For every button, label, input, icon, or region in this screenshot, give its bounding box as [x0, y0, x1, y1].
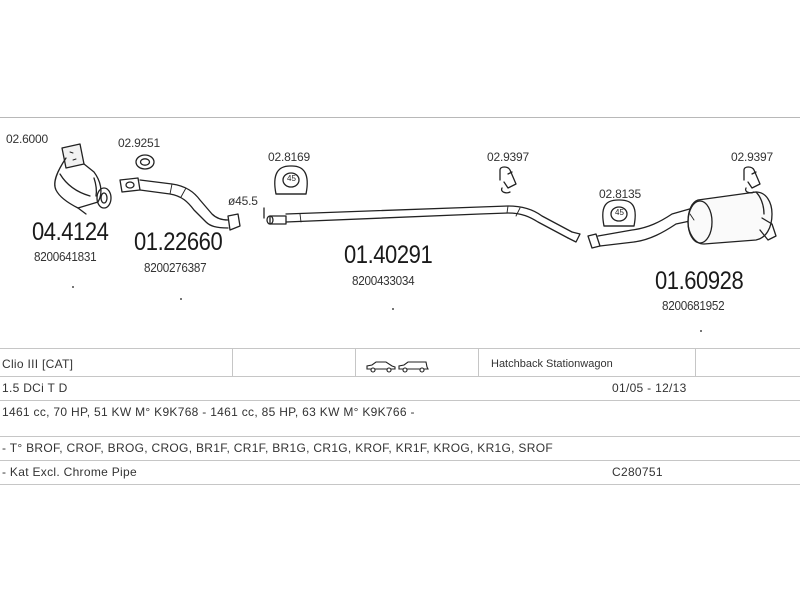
catalytic-converter-icon	[54, 143, 112, 215]
years-cell: 01/05 - 12/13	[612, 381, 687, 395]
part-number-02-9397: 02.9397	[487, 150, 529, 164]
mounting-clip-icon-2	[743, 166, 761, 194]
marker-dot	[180, 298, 182, 300]
hanger-ring-label-2: 45	[615, 208, 624, 217]
oem-number-front-pipe: 8200276387	[144, 260, 207, 275]
oem-number-rear-silencer: 8200681952	[662, 298, 725, 313]
types-cell: - T° BROF, CROF, BROG, CROG, BR1F, CR1F,…	[2, 441, 553, 455]
table-row-engine: 1.5 DCi T D 01/05 - 12/13	[0, 376, 800, 401]
code-cell: C280751	[612, 465, 663, 479]
table-row-model: Clio III [CAT] Hatchback Stationwagon	[0, 348, 800, 377]
middle-pipe-icon	[263, 205, 581, 243]
front-pipe-icon	[119, 177, 241, 231]
hanger-ring-label: 45	[287, 174, 296, 183]
mounting-clip-icon	[499, 166, 517, 194]
marker-dot	[72, 286, 74, 288]
body-types-cell: Hatchback Stationwagon	[491, 358, 613, 370]
oem-number-middle-pipe: 8200433034	[352, 273, 415, 288]
marker-dot	[392, 308, 394, 310]
engine-cell: 1.5 DCi T D	[2, 381, 68, 395]
hanger-rubber-icon	[274, 165, 308, 195]
table-row-types: - T° BROF, CROF, BROG, CROG, BR1F, CR1F,…	[0, 436, 800, 461]
hanger-rubber-icon-2	[602, 199, 636, 227]
part-number-02-8135: 02.8135	[599, 187, 641, 201]
body-type-icons	[366, 361, 429, 373]
stationwagon-car-icon	[398, 361, 429, 370]
section-number-middle-pipe: 01.40291	[344, 241, 433, 269]
exhaust-drawing	[54, 143, 777, 249]
pipe-diameter-label: ø45.5	[228, 194, 258, 208]
model-cell: Clio III [CAT]	[2, 357, 74, 371]
table-row-specs: 1461 cc, 70 HP, 51 KW M° K9K768 - 1461 c…	[0, 400, 800, 425]
top-border	[0, 117, 800, 118]
rear-silencer-icon	[587, 191, 777, 249]
table-bottom-border	[0, 484, 800, 486]
exhaust-diagram: 45 45 02.6000 02.9251 02.8169 02.9397 02…	[0, 118, 800, 348]
section-number-cat: 04.4124	[32, 218, 109, 246]
oem-number-cat: 8200641831	[34, 249, 97, 264]
note-cell: - Kat Excl. Chrome Pipe	[2, 465, 137, 479]
marker-dot	[700, 330, 702, 332]
section-number-rear-silencer: 01.60928	[655, 267, 744, 295]
gasket-icon	[135, 154, 155, 170]
part-number-02-9251: 02.9251	[118, 136, 160, 150]
table-row-note: - Kat Excl. Chrome Pipe C280751	[0, 460, 800, 485]
hatchback-car-icon	[366, 361, 396, 370]
part-number-02-8169: 02.8169	[268, 150, 310, 164]
section-number-front-pipe: 01.22660	[134, 228, 223, 256]
specs-cell: 1461 cc, 70 HP, 51 KW M° K9K768 - 1461 c…	[2, 405, 415, 419]
part-number-02-9397-rear: 02.9397	[731, 150, 773, 164]
part-number-02-6000: 02.6000	[6, 132, 48, 146]
